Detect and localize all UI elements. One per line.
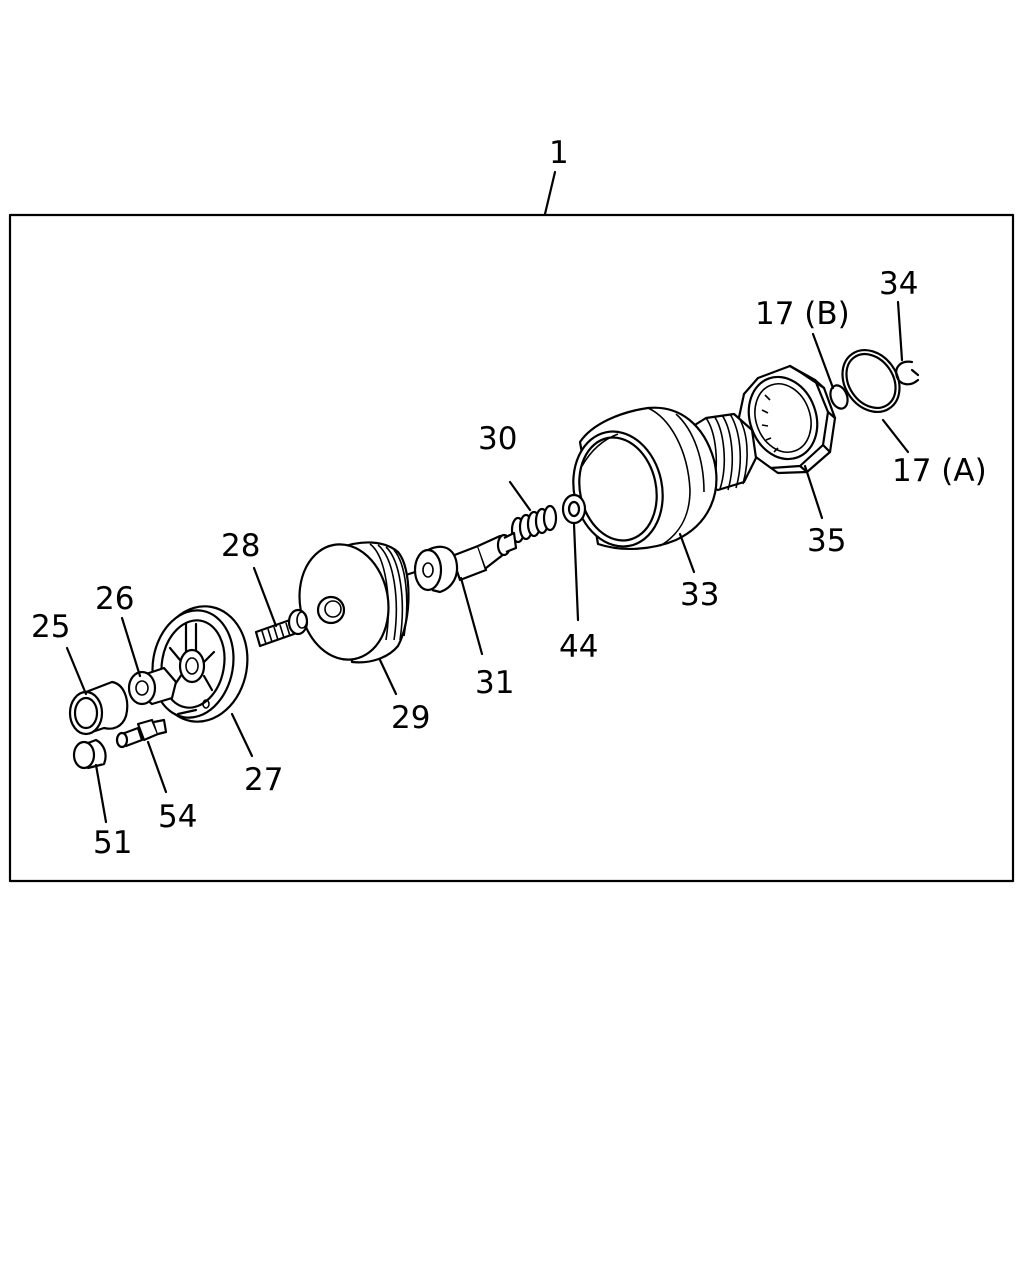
part-28-bolt (254, 608, 309, 648)
part-31-spool (404, 531, 518, 594)
leader-54 (146, 740, 168, 794)
callout-25: 25 (31, 609, 70, 645)
leader-31 (459, 576, 484, 656)
leader-44 (572, 522, 580, 622)
leader-17b (811, 332, 835, 390)
callout-30: 30 (478, 421, 517, 457)
part-30-spring (510, 504, 558, 544)
leader-27 (230, 712, 254, 758)
leader-17a (881, 418, 910, 454)
leader-25 (65, 646, 88, 696)
leader-29 (378, 658, 398, 696)
callout-44: 44 (559, 629, 598, 665)
leader-35 (803, 464, 824, 520)
leader-33 (678, 532, 696, 574)
callout-33: 33 (680, 577, 719, 613)
part-27-wheel (151, 605, 249, 723)
part-25-sleeve (68, 680, 129, 736)
callout-29: 29 (391, 700, 430, 736)
callout-27: 27 (244, 762, 283, 798)
leader-51 (94, 763, 108, 824)
callout-1: 1 (549, 135, 569, 171)
callout-51: 51 (93, 825, 132, 861)
leader-lines (65, 170, 910, 824)
callout-17b: 17 (B) (755, 296, 850, 332)
part-29-drum (298, 541, 410, 664)
callout-28: 28 (221, 528, 260, 564)
callout-17a: 17 (A) (892, 453, 987, 489)
part-33-housing (572, 406, 758, 551)
callout-labels: 1 34 17 (B) 17 (A) 35 33 44 30 31 29 28 … (31, 135, 987, 861)
part-44-washer (561, 493, 587, 525)
part-26-bushing (127, 666, 178, 706)
callout-35: 35 (807, 523, 846, 559)
callout-31: 31 (475, 665, 514, 701)
callout-34: 34 (879, 266, 918, 302)
leader-34 (896, 300, 904, 362)
leader-1 (543, 170, 557, 216)
part-17b-oring (829, 384, 849, 410)
leader-30 (508, 480, 532, 512)
leader-26 (120, 616, 142, 678)
assembly-frame (8, 213, 1015, 883)
callout-54: 54 (158, 799, 197, 835)
part-54-nipple (115, 718, 168, 749)
leader-28 (252, 566, 278, 628)
part-51-cap (72, 738, 107, 770)
callout-26: 26 (95, 581, 134, 617)
part-17a-oring (841, 349, 901, 413)
